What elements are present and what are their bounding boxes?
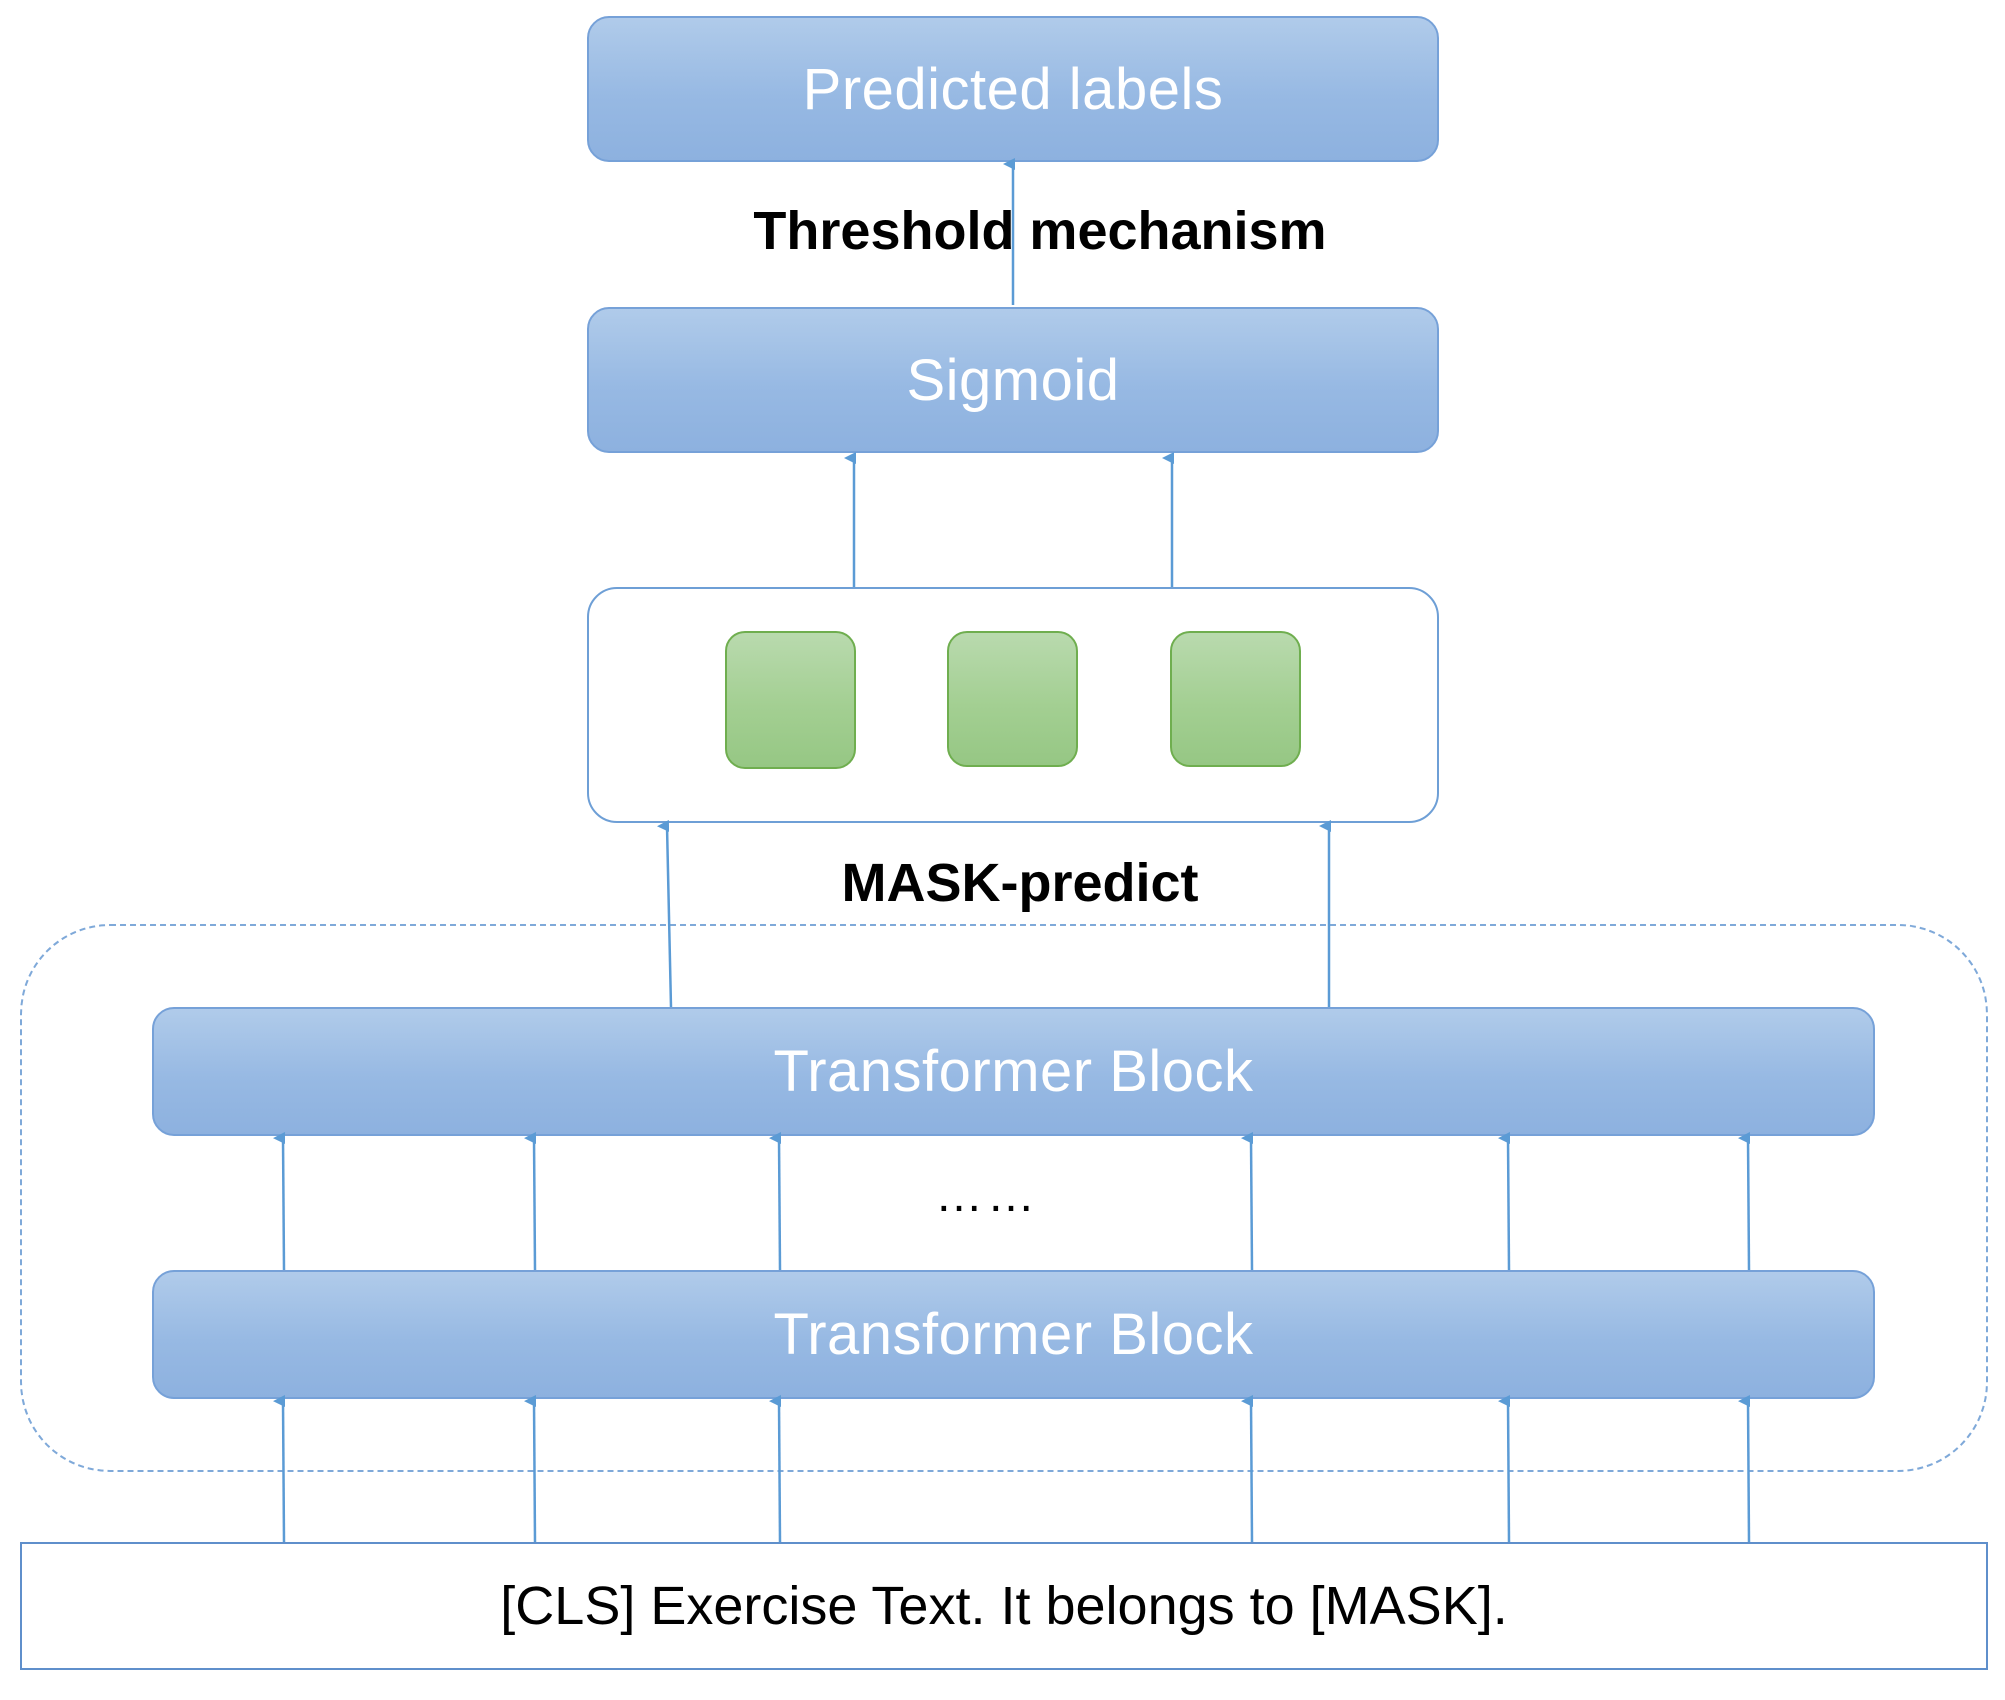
arrow-transformer-to-mask-left (657, 819, 673, 1008)
mask-output-vector-3 (1170, 631, 1301, 767)
arrow-layer-gap-5 (1498, 1131, 1511, 1271)
sigmoid-box: Sigmoid (587, 307, 1439, 453)
arrow-layer-gap-1 (273, 1131, 286, 1271)
transformer-block-top: Transformer Block (152, 1007, 1875, 1136)
predicted-labels-text: Predicted labels (802, 56, 1224, 122)
transformer-block-bottom: Transformer Block (152, 1270, 1875, 1399)
arrow-layer-gap-6 (1738, 1131, 1751, 1271)
arrow-layer-gap-2 (524, 1131, 537, 1271)
input-text: [CLS] Exercise Text. It belongs to [MASK… (500, 1576, 1508, 1636)
arrow-input-to-transformer-5 (1498, 1394, 1511, 1543)
ellipsis-label: …… (935, 1169, 1039, 1222)
sigmoid-text: Sigmoid (906, 347, 1120, 413)
arrow-input-to-transformer-4 (1241, 1394, 1254, 1543)
arrow-layer-gap-3 (769, 1131, 782, 1271)
transformer-stack-region (20, 924, 1988, 1472)
transformer-block-bottom-text: Transformer Block (773, 1302, 1254, 1367)
arrow-input-to-transformer-1 (273, 1394, 286, 1543)
mask-output-vector-1 (725, 631, 856, 769)
transformer-block-top-text: Transformer Block (773, 1039, 1254, 1104)
arrow-input-to-transformer-3 (769, 1394, 782, 1543)
input-text-box: [CLS] Exercise Text. It belongs to [MASK… (20, 1542, 1988, 1670)
arrow-layer-gap-4 (1241, 1131, 1254, 1271)
mask-predict-label: MASK-predict (841, 853, 1199, 913)
mask-output-vector-2 (947, 631, 1078, 767)
arrow-input-to-transformer-2 (524, 1394, 537, 1543)
arrow-input-to-transformer-6 (1738, 1394, 1751, 1543)
threshold-mechanism-label: Threshold mechanism (753, 201, 1327, 261)
